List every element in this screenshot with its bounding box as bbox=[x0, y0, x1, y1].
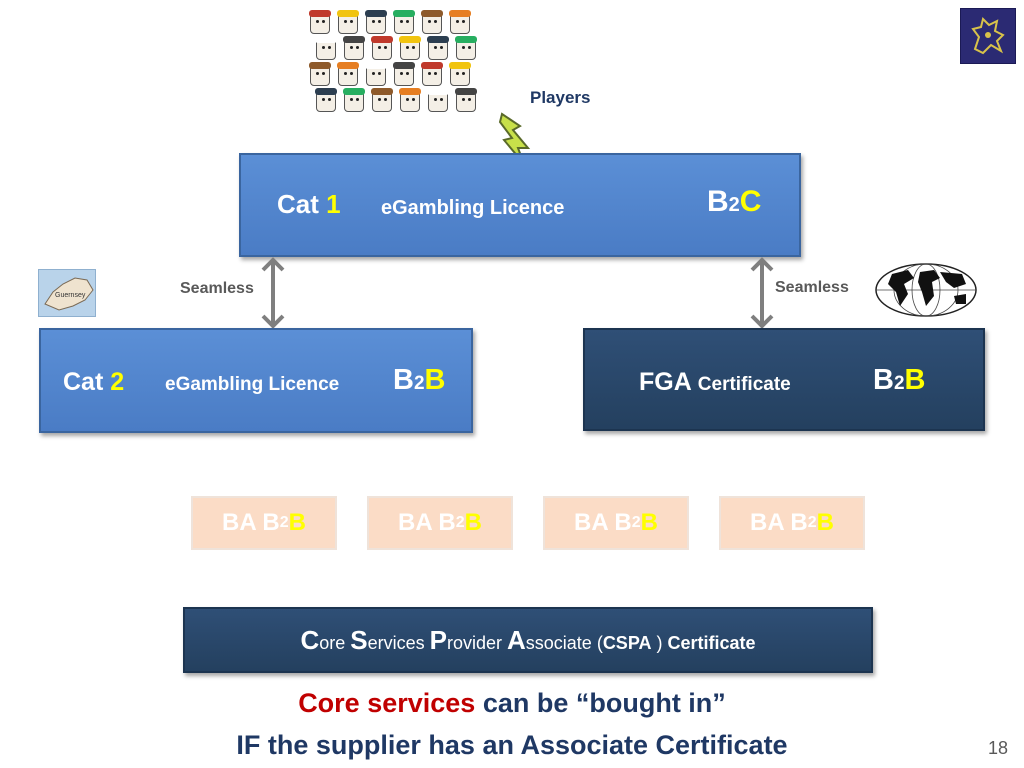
cat1-b: B bbox=[707, 185, 729, 218]
player-face-icon bbox=[455, 36, 477, 60]
player-face-icon bbox=[343, 36, 365, 60]
player-face-icon bbox=[449, 10, 471, 34]
seamless-right-arrow bbox=[750, 257, 774, 329]
footer-bought-in: can be “bought in” bbox=[475, 688, 726, 718]
cat2-num: 2 bbox=[110, 368, 125, 396]
cat1-box: Cat 1 eGambling Licence B2C bbox=[239, 153, 801, 257]
player-face-icon bbox=[449, 62, 471, 86]
seamless-left-label: Seamless bbox=[180, 280, 254, 297]
player-face-icon bbox=[399, 36, 421, 60]
player-face-icon bbox=[315, 36, 337, 60]
cat2-box: Cat 2 eGambling Licence B2B bbox=[39, 328, 473, 433]
player-face-icon bbox=[421, 10, 443, 34]
footer-line-1: Core services can be “bought in” bbox=[0, 688, 1024, 719]
footer-core-services: Core services bbox=[298, 688, 476, 718]
cat2-licence: eGambling Licence bbox=[165, 374, 340, 395]
player-face-icon bbox=[371, 88, 393, 112]
fga-certificate: Certificate bbox=[697, 374, 791, 395]
player-face-icon bbox=[455, 88, 477, 112]
player-face-icon bbox=[309, 10, 331, 34]
footer-line-2: IF the supplier has an Associate Certifi… bbox=[236, 730, 788, 760]
cat1-c: C bbox=[739, 185, 762, 218]
crest-logo bbox=[960, 8, 1016, 64]
player-face-icon bbox=[427, 36, 449, 60]
fga-box: FGA Certificate B2B bbox=[583, 328, 985, 431]
player-face-icon bbox=[309, 62, 331, 86]
cspa-box: Core Services Provider Associate (CSPA )… bbox=[183, 607, 873, 673]
world-map-icon bbox=[875, 263, 977, 317]
player-face-icon bbox=[343, 88, 365, 112]
seamless-right-label: Seamless bbox=[775, 279, 849, 296]
player-face-icon bbox=[337, 62, 359, 86]
player-face-icon bbox=[399, 88, 421, 112]
player-face-icon bbox=[393, 10, 415, 34]
player-face-icon bbox=[371, 36, 393, 60]
guernsey-label: Guernsey bbox=[55, 292, 86, 299]
cspa-text: Core Services Provider Associate (CSPA )… bbox=[300, 624, 756, 655]
player-face-icon bbox=[365, 62, 387, 86]
guernsey-map: Guernsey bbox=[38, 269, 96, 317]
fga-label: FGA bbox=[639, 368, 691, 396]
cat2-b2: B bbox=[424, 364, 446, 396]
fga-b2: B bbox=[904, 364, 926, 396]
players-image bbox=[306, 8, 496, 118]
cat1-num: 1 bbox=[326, 189, 341, 219]
player-face-icon bbox=[365, 10, 387, 34]
cat1-licence: eGambling Licence bbox=[381, 197, 565, 219]
players-label: Players bbox=[530, 88, 591, 107]
cat2-cat: Cat bbox=[63, 368, 104, 396]
player-face-icon bbox=[421, 62, 443, 86]
page-number: 18 bbox=[988, 738, 1009, 758]
player-face-icon bbox=[393, 62, 415, 86]
seamless-left-arrow bbox=[261, 257, 285, 329]
player-face-icon bbox=[315, 88, 337, 112]
fga-b: B bbox=[873, 364, 894, 396]
lion-icon bbox=[971, 17, 1005, 55]
cat1-two: 2 bbox=[728, 194, 740, 216]
cat2-two: 2 bbox=[413, 373, 425, 394]
player-face-icon bbox=[337, 10, 359, 34]
player-face-icon bbox=[427, 88, 449, 112]
fga-two: 2 bbox=[893, 373, 905, 394]
cat2-b: B bbox=[393, 364, 414, 396]
cat1-cat: Cat bbox=[277, 189, 319, 219]
